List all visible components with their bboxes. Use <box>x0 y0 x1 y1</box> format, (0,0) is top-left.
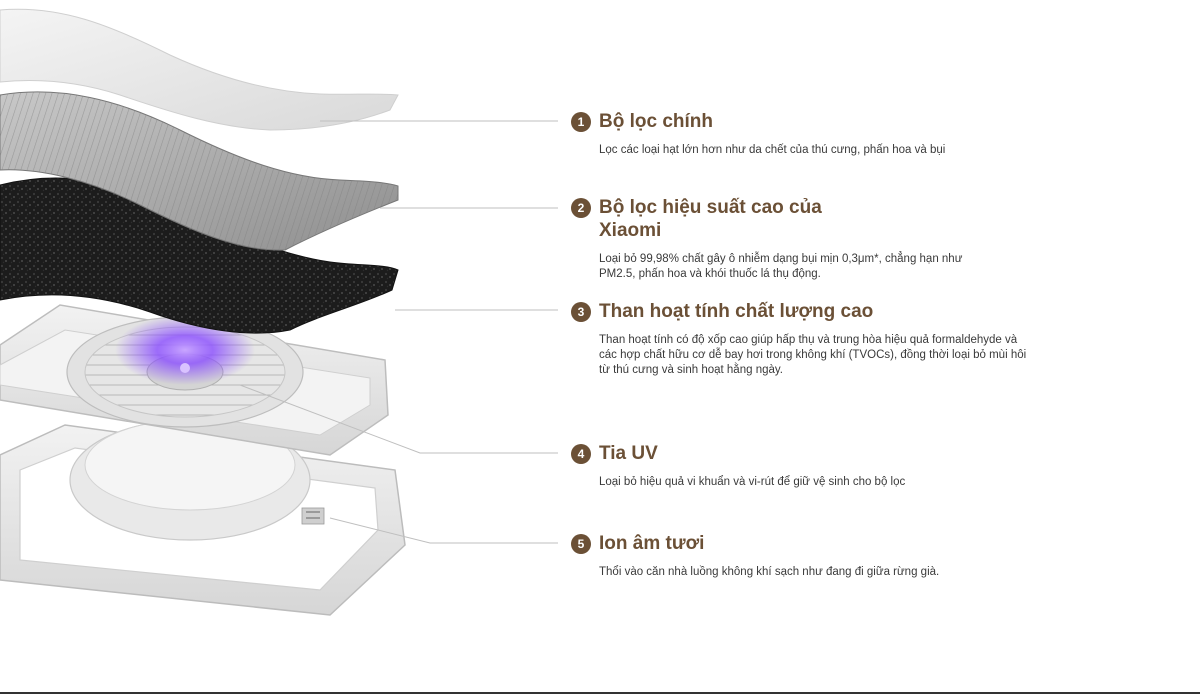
bottom-divider <box>0 692 1200 694</box>
feature-number-badge: 1 <box>571 112 591 132</box>
base-housing-shape <box>0 419 406 616</box>
feature-description: Thổi vào căn nhà luồng không khí sạch nh… <box>599 566 940 578</box>
leader-line-4 <box>239 384 558 454</box>
feature-description: Than hoạt tính có độ xốp cao giúp hấp th… <box>599 334 1027 376</box>
feature-number-badge: 2 <box>571 198 591 218</box>
feature-title: Tia UV <box>599 443 658 464</box>
feature-description: Loại bỏ 99,98% chất gây ô nhiễm dạng bụi… <box>599 253 963 280</box>
leader-lines <box>239 120 558 544</box>
feature-number-badge: 3 <box>571 302 591 322</box>
feature-title: Bộ lọc hiệu suất cao của Xiaomi <box>599 197 822 241</box>
fan-plate-shape <box>0 304 389 456</box>
feature-number-badge: 5 <box>571 534 591 554</box>
pre-filter-layer-shape <box>0 8 399 131</box>
feature-title: Ion âm tươi <box>599 533 705 554</box>
feature-1: 1 Bộ lọc chính Lọc các loại hạt lớn hơn … <box>571 110 1031 158</box>
feature-description: Lọc các loại hạt lớn hơn như da chết của… <box>599 144 946 156</box>
hepa-layer-shape <box>0 91 399 251</box>
feature-3: 3 Than hoạt tính chất lượng cao Than hoạ… <box>571 300 1031 378</box>
feature-description: Loại bỏ hiệu quả vi khuẩn và vi-rút để g… <box>599 476 906 488</box>
feature-number-badge: 4 <box>571 444 591 464</box>
feature-title: Than hoạt tính chất lượng cao <box>599 301 874 322</box>
feature-title: Bộ lọc chính <box>599 111 713 132</box>
feature-2: 2 Bộ lọc hiệu suất cao của Xiaomi Loại b… <box>571 196 1031 282</box>
feature-4: 4 Tia UV Loại bỏ hiệu quả vi khuẩn và vi… <box>571 442 1031 490</box>
leader-line-5 <box>329 517 558 544</box>
feature-5: 5 Ion âm tươi Thổi vào căn nhà luồng khô… <box>571 532 1031 580</box>
